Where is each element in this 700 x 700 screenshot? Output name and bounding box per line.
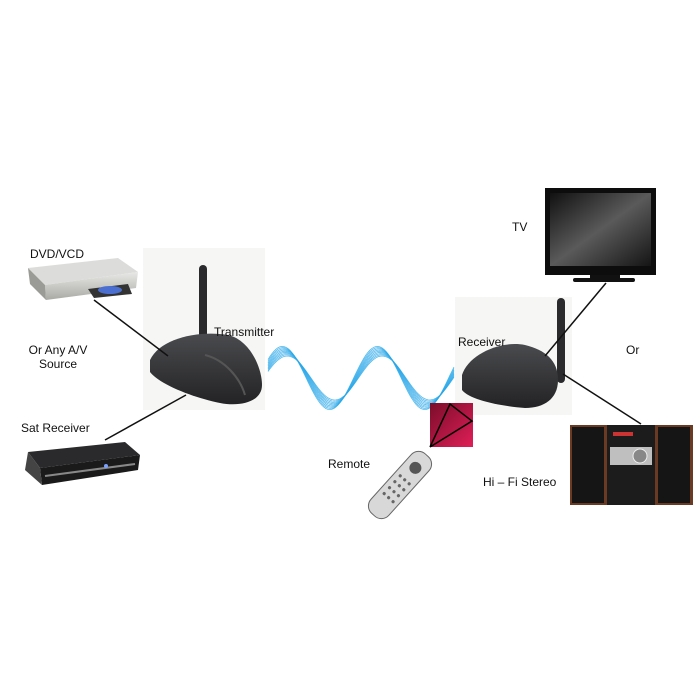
remote-label: Remote	[328, 457, 371, 471]
any-source-label-line1: Or Any A/V	[28, 343, 88, 357]
tv-connection-line	[544, 282, 607, 357]
any-source-label-line2: Source	[38, 357, 78, 371]
dvd-player-image	[28, 258, 138, 300]
receiver-label: Receiver	[458, 335, 506, 349]
tv-label: TV	[512, 220, 528, 234]
receiver-image	[455, 297, 572, 415]
infrared-signal-icon	[429, 402, 474, 448]
wireless-signal-wave	[267, 345, 455, 411]
tv-image	[545, 188, 656, 282]
sat-connection-line	[104, 394, 187, 441]
or-label: Or	[626, 343, 640, 357]
dvd-connection-line	[93, 299, 169, 357]
wave-strand	[267, 345, 455, 411]
transmitter-image	[143, 248, 265, 410]
wave-strand	[267, 353, 455, 403]
dvd-label: DVD/VCD	[30, 247, 85, 261]
sat-receiver-label: Sat Receiver	[21, 421, 90, 435]
remote-control-image	[367, 450, 433, 520]
hifi-stereo-image	[570, 425, 693, 505]
hifi-stereo-label: Hi – Fi Stereo	[483, 475, 557, 489]
wave-strand	[267, 351, 455, 405]
sat-receiver-image	[25, 442, 140, 485]
transmitter-label: Transmitter	[214, 325, 275, 339]
wave-strand	[267, 354, 455, 402]
any-source-label: Or Any A/V Source	[18, 343, 98, 371]
stereo-connection-line	[562, 373, 642, 425]
